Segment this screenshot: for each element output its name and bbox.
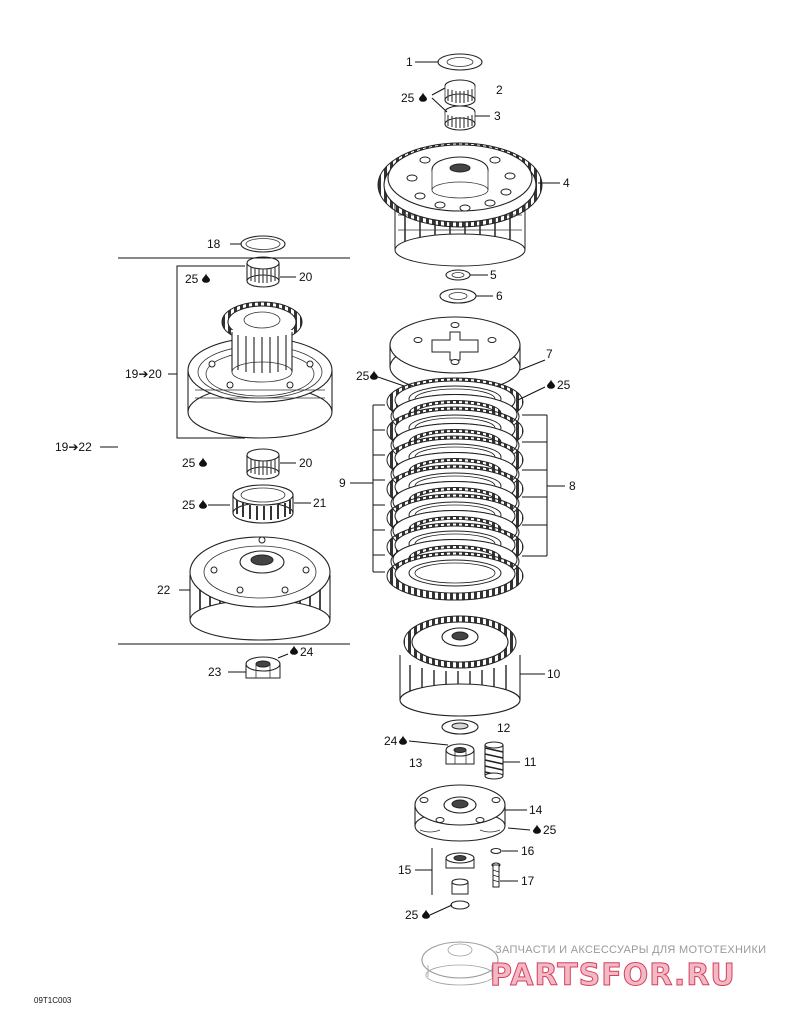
callout-20-a: 20	[299, 270, 313, 284]
callout-13: 13	[409, 756, 423, 770]
callout-24-b: 24	[300, 645, 314, 659]
callout-11: 11	[524, 755, 537, 769]
part-20-needle-bearing-upper	[246, 256, 280, 288]
callout-25-e: 25	[405, 908, 419, 922]
callout-22: 22	[157, 583, 171, 597]
callout-1: 1	[406, 55, 413, 69]
callout-16: 16	[521, 844, 535, 858]
clutch-disc-stack	[386, 377, 524, 601]
callout-19-20: 19➔20	[125, 367, 162, 381]
part-19-gear-housing	[187, 301, 333, 439]
part-7-pressure-plate	[389, 316, 521, 393]
oil-drop-icon	[199, 457, 207, 467]
part-10-clutch-hub	[399, 615, 521, 717]
callout-labels: 1 2 25 3 4 5 6 7 25 25 9 8 10 12 24 11 1…	[55, 55, 576, 922]
part-15-bearing-assembly	[445, 852, 475, 910]
callout-15: 15	[398, 863, 412, 877]
part-22-sprag-clutch	[189, 536, 331, 641]
oil-drop-icon	[533, 824, 541, 834]
callout-12: 12	[497, 721, 511, 735]
oil-drop-icon	[202, 273, 210, 283]
drawing-code: 09T1C003	[34, 996, 72, 1005]
callout-20-b: 20	[299, 456, 313, 470]
oil-drop-icon	[547, 379, 555, 389]
part-16-washer	[490, 847, 502, 855]
watermark-brand: PARTSFOR.RU	[490, 958, 736, 993]
callout-2: 2	[496, 83, 503, 97]
oil-drop-icon	[370, 370, 378, 380]
callout-25-c: 25	[557, 378, 571, 392]
oil-drop-icon	[419, 92, 427, 102]
part-12-plate	[441, 719, 479, 735]
part-21-roller-bearing	[232, 484, 294, 524]
part-5-ring	[445, 269, 471, 281]
callout-19-22: 19➔22	[55, 440, 92, 454]
part-3-needle-bearing	[444, 105, 476, 131]
callout-25-h: 25	[182, 498, 196, 512]
callout-25-g: 25	[182, 456, 196, 470]
part-4-clutch-housing	[377, 142, 543, 267]
bracket-lines	[350, 404, 565, 573]
callout-8: 8	[569, 479, 576, 493]
oil-drop-icon	[199, 499, 207, 509]
callout-6: 6	[496, 289, 503, 303]
callout-21: 21	[313, 496, 327, 510]
part-14-retainer-plate	[414, 784, 506, 842]
left-bracket-lines	[100, 257, 350, 645]
part-1-washer	[437, 53, 483, 71]
part-17-screw	[491, 862, 501, 888]
callout-25-f: 25	[185, 272, 199, 286]
leader-lines	[179, 61, 560, 916]
callout-9: 9	[339, 476, 346, 490]
part-11-spring	[484, 741, 504, 780]
callout-5: 5	[490, 268, 497, 282]
part-13-nut	[445, 743, 475, 765]
watermark: ЗАПЧАСТИ И АКСЕССУАРЫ ДЛЯ МОТОТЕХНИКИ PA…	[490, 944, 767, 994]
friction-disc	[386, 551, 524, 601]
part-23-nut	[245, 656, 281, 679]
callout-7: 7	[546, 347, 553, 361]
oil-drop-icon	[422, 909, 430, 919]
callout-25-a: 25	[401, 91, 415, 105]
bottom-faint-plate	[421, 941, 499, 986]
callout-24-a: 24	[384, 734, 398, 748]
part-20-needle-bearing-lower	[246, 448, 280, 480]
callout-14: 14	[529, 803, 543, 817]
oil-drop-icon	[290, 645, 298, 655]
callout-18: 18	[207, 237, 221, 251]
callout-10: 10	[547, 667, 561, 681]
part-18-ring	[240, 235, 286, 253]
callout-23: 23	[208, 665, 222, 679]
part-6-washer	[439, 288, 477, 304]
callout-3: 3	[494, 109, 501, 123]
callout-25-b: 25	[356, 369, 370, 383]
oil-drop-icon	[399, 735, 407, 745]
callout-4: 4	[563, 176, 570, 190]
callout-25-d: 25	[543, 823, 557, 837]
callout-17: 17	[521, 874, 535, 888]
part-2-needle-bearing	[444, 79, 476, 107]
watermark-subtitle: ЗАПЧАСТИ И АКСЕССУАРЫ ДЛЯ МОТОТЕХНИКИ	[495, 944, 766, 956]
